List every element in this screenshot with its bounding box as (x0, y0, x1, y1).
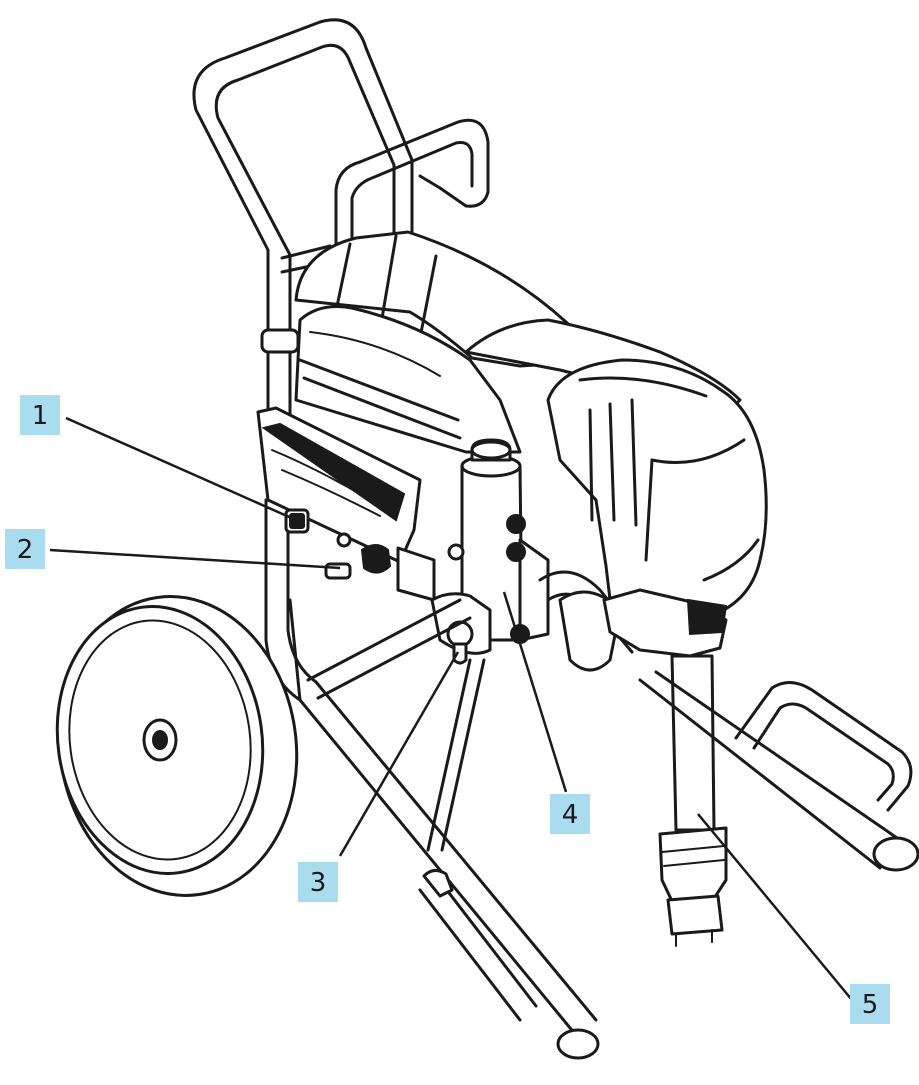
leader-lines (49, 416, 853, 1001)
callout-badge-4: 4 (550, 794, 590, 834)
hose-connection (538, 570, 728, 672)
leader-line-4 (502, 591, 568, 793)
lower-frame (298, 598, 919, 1060)
motor-housing (294, 230, 768, 642)
suction-tube (658, 654, 728, 947)
callout-label-5: 5 (862, 990, 879, 1020)
callout-label-3: 3 (310, 868, 327, 898)
leader-line-3 (338, 651, 460, 857)
leader-line-2 (49, 548, 341, 570)
callout-label-1: 1 (32, 401, 49, 431)
cart-handle (192, 18, 490, 342)
leader-line-1 (65, 416, 297, 522)
callout-label-2: 2 (17, 535, 34, 565)
callout-badge-2: 2 (5, 529, 45, 569)
callout-badge-3: 3 (298, 862, 338, 902)
callout-badge-1: 1 (20, 395, 60, 435)
leader-line-5 (697, 813, 853, 1001)
callout-label-4: 4 (562, 800, 579, 830)
wheel (55, 595, 302, 897)
control-panel (256, 406, 436, 602)
callout-badge-5: 5 (850, 984, 890, 1024)
